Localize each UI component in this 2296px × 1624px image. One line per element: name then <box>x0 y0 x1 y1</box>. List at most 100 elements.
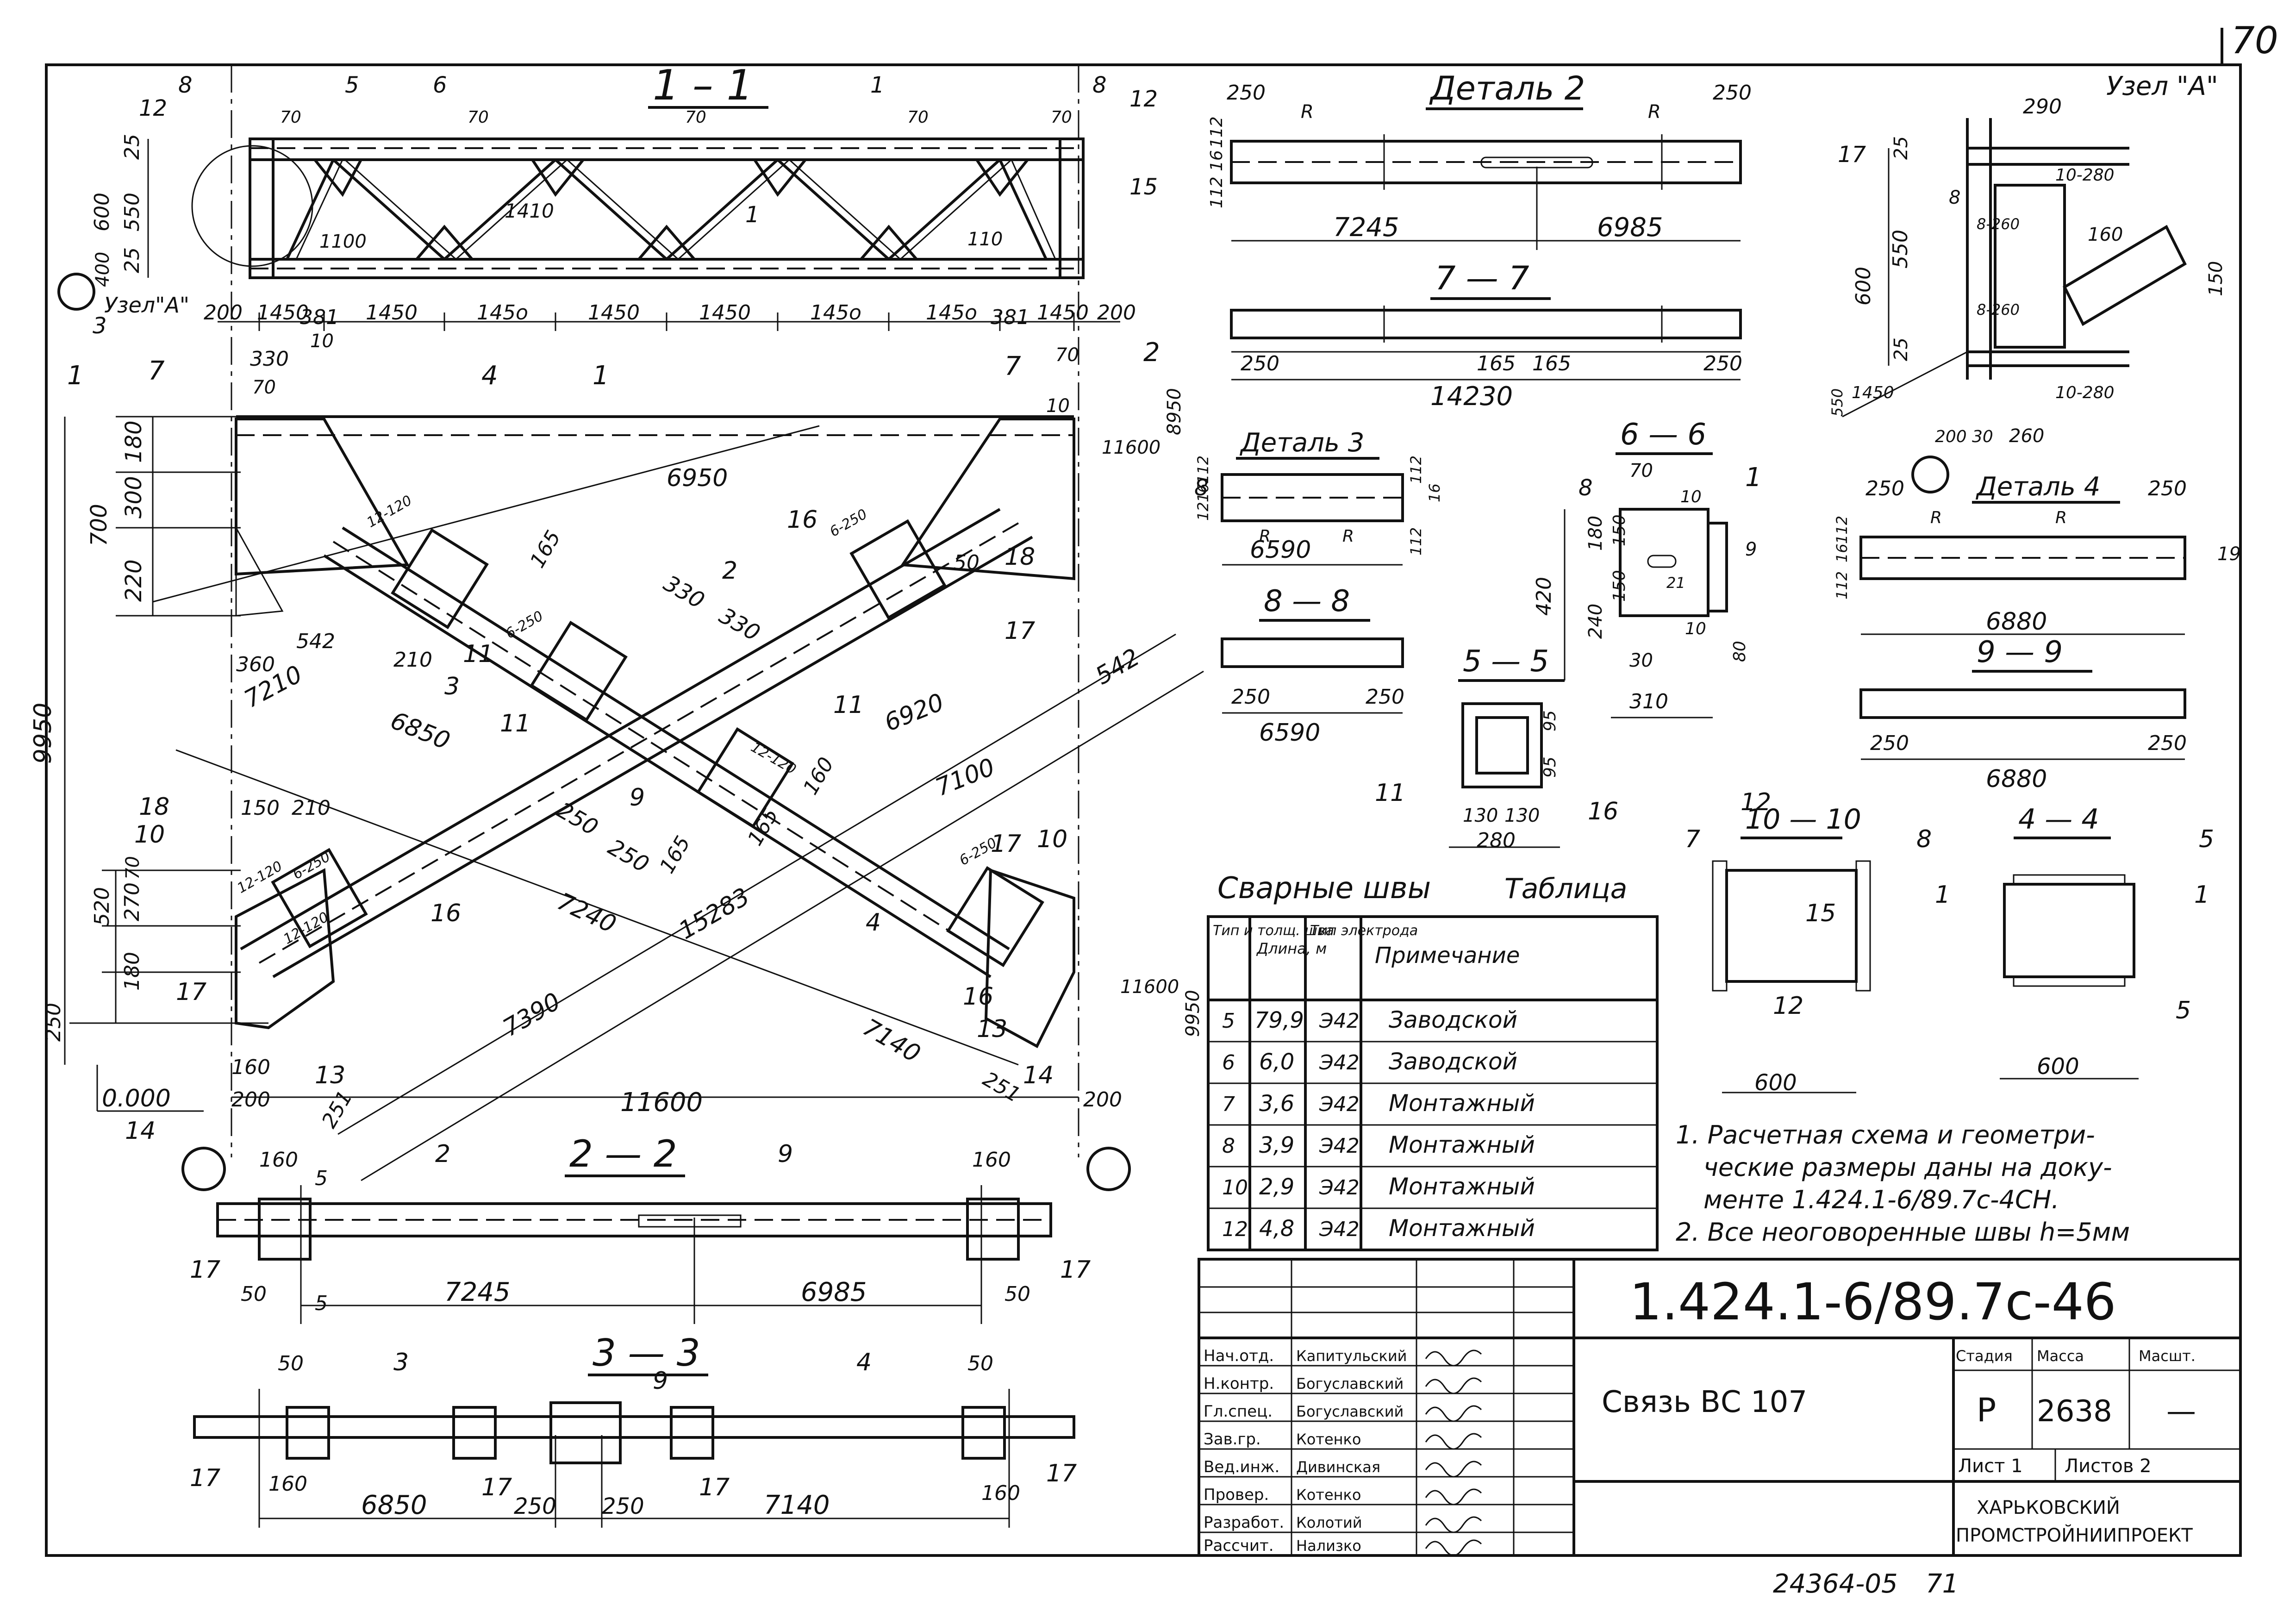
vdim-25-b: 25 <box>120 247 144 273</box>
tag-18-b: 18 <box>139 793 169 821</box>
section-5-5: 5 — 5 95 95 130 130 280 11 16 <box>1375 644 1618 852</box>
vdim-25-top: 25 <box>1890 136 1912 160</box>
mass-value: 2638 <box>2037 1394 2112 1429</box>
mass-label: Масса <box>2037 1347 2084 1365</box>
tag-1-top: 1 <box>870 72 885 98</box>
tag-12-top: 12 <box>1741 788 1771 816</box>
cut-4: 4 <box>481 361 498 391</box>
dim-200: 200 <box>1935 427 1967 446</box>
node-a-title: Узел "А" <box>2106 71 2218 101</box>
diag-165-a: 165 <box>525 526 565 572</box>
scale-label: Масшт. <box>2139 1347 2196 1365</box>
dim-30: 30 <box>1629 650 1653 671</box>
tag-4: 4 <box>856 1349 872 1376</box>
dim-200-left: 200 <box>204 301 243 325</box>
weld-table-caption-right: Таблица <box>1504 873 1627 905</box>
tag-5-top: 5 <box>2199 825 2214 853</box>
dim-130-b: 130 <box>1504 805 1540 826</box>
title-block: 1.424.1-6/89.7с-46 Связь ВС 107 Стадия М… <box>1198 1258 2242 1557</box>
dim-21: 21 <box>1666 574 1685 592</box>
dim-250-right: 250 <box>2148 477 2187 500</box>
archive-page: 71 <box>1926 1569 1959 1599</box>
tag-7-right: 7 <box>1004 351 1021 381</box>
tag-17-right: 17 <box>1060 1256 1091 1284</box>
dim-381-b: 381 <box>991 306 1029 329</box>
dim-200-right: 200 <box>1097 301 1136 325</box>
row-0-note: Заводской <box>1389 1006 1517 1033</box>
top-dim-70-right: 70 <box>1055 344 1079 366</box>
node-a-callout: Узел"А" <box>104 293 189 318</box>
staff-2-name: Богуславский <box>1296 1403 1404 1420</box>
row-1-note: Заводской <box>1389 1048 1517 1075</box>
radius-r-left: R <box>1930 508 1942 527</box>
dim-250-b: 250 <box>1703 352 1742 375</box>
tag-17-d: 17 <box>1046 1460 1077 1487</box>
org-line-2: ПРОМСТРОЙНИИПРОЕКТ <box>1956 1524 2193 1546</box>
staff-6-role: Разработ. <box>1204 1513 1284 1532</box>
row-5-note: Монтажный <box>1389 1215 1535 1242</box>
tag-17-a: 17 <box>1004 617 1035 645</box>
vdim-70: 70 <box>122 856 144 880</box>
dim-1450-e: 1450 <box>699 301 751 325</box>
org-line-1: ХАРЬКОВСКИЙ <box>1977 1496 2120 1518</box>
tag-17: 17 <box>1838 142 1866 168</box>
section-2-2-title: 2 — 2 <box>569 1132 677 1175</box>
dim-130-a: 130 <box>1463 805 1498 826</box>
diag-330-b: 330 <box>715 603 764 646</box>
tag-1-left: 1 <box>1935 881 1950 909</box>
staff-7-role: Рассчит. <box>1204 1537 1274 1555</box>
vdim-600: 600 <box>1852 267 1875 306</box>
vdim-112-top: 112 <box>1207 116 1226 148</box>
tag-1: 1 <box>1745 462 1762 493</box>
radius-r-left: R <box>1301 101 1314 123</box>
diag-15283: 15283 <box>674 883 755 945</box>
vdim-16-r: 16 <box>1426 483 1443 502</box>
staff-4-role: Вед.инж. <box>1204 1458 1279 1476</box>
row-2-length: 3,6 <box>1259 1091 1294 1117</box>
tag-16-a: 16 <box>787 506 817 534</box>
weld-10-280-top: 10-280 <box>2055 166 2115 185</box>
signatures <box>1425 1349 1482 1556</box>
vdim-300: 300 <box>121 476 147 518</box>
dim-250-a: 250 <box>1241 352 1279 375</box>
section-3-3-title: 3 — 3 <box>593 1331 700 1374</box>
dim-280: 280 <box>1477 829 1516 852</box>
scale-value: — <box>2166 1394 2196 1429</box>
dim-6880: 6880 <box>1986 608 2047 636</box>
tag-12-bottom: 12 <box>1773 992 1803 1020</box>
dim-1450: 1450 <box>1852 383 1894 402</box>
weld-10-280-bottom: 10-280 <box>2055 383 2115 402</box>
dim-1450-b: 1450 <box>366 301 418 325</box>
tag-9: 9 <box>630 784 645 812</box>
row-5-type: 12 <box>1222 1218 1248 1241</box>
staff-0-name: Капитульский <box>1296 1347 1407 1365</box>
row-3-note: Монтажный <box>1389 1131 1535 1158</box>
section-1-1: 1 – 1 <box>57 61 1158 339</box>
dim-19: 19 <box>2217 543 2241 565</box>
weld-note-d: 12-120 <box>748 739 799 778</box>
dim-290: 290 <box>2023 95 2062 119</box>
dim-50-left: 50 <box>241 1282 267 1306</box>
weld-70-e: 70 <box>1051 108 1072 127</box>
level-9950: 9950 <box>1182 990 1204 1037</box>
tag-8: 8 <box>1916 825 1932 853</box>
weld-70-d: 70 <box>907 108 929 127</box>
stage-label: Стадия <box>1956 1347 2013 1365</box>
row-0-type: 5 <box>1222 1009 1235 1033</box>
dim-50-right: 50 <box>1004 1282 1030 1306</box>
vdim-112-r: 112 <box>1407 456 1425 484</box>
dim-1450-f: 145o <box>810 301 861 325</box>
top-dim-330: 330 <box>250 347 289 371</box>
staff-4-name: Дивинская <box>1296 1458 1380 1476</box>
dim-381-a: 381 <box>300 306 339 329</box>
tag-12-right: 12 <box>1129 86 1158 112</box>
dim-50-right: 50 <box>967 1352 993 1375</box>
small-dim-210-a: 210 <box>292 796 331 820</box>
vdim-12: 12 <box>1194 502 1212 521</box>
tag-8: 8 <box>1194 475 1209 501</box>
bottom-dim-251-right: 251 <box>979 1067 1024 1107</box>
note-line-1: 1. Расчетная схема и геометри- <box>1676 1120 2095 1149</box>
node-a: Узел "А" 290 25 550 25 600 160 150 200 3… <box>1828 71 2227 493</box>
vdim-112-r2: 112 <box>1407 527 1425 556</box>
weld-8-260-a: 8-260 <box>1977 215 2020 233</box>
